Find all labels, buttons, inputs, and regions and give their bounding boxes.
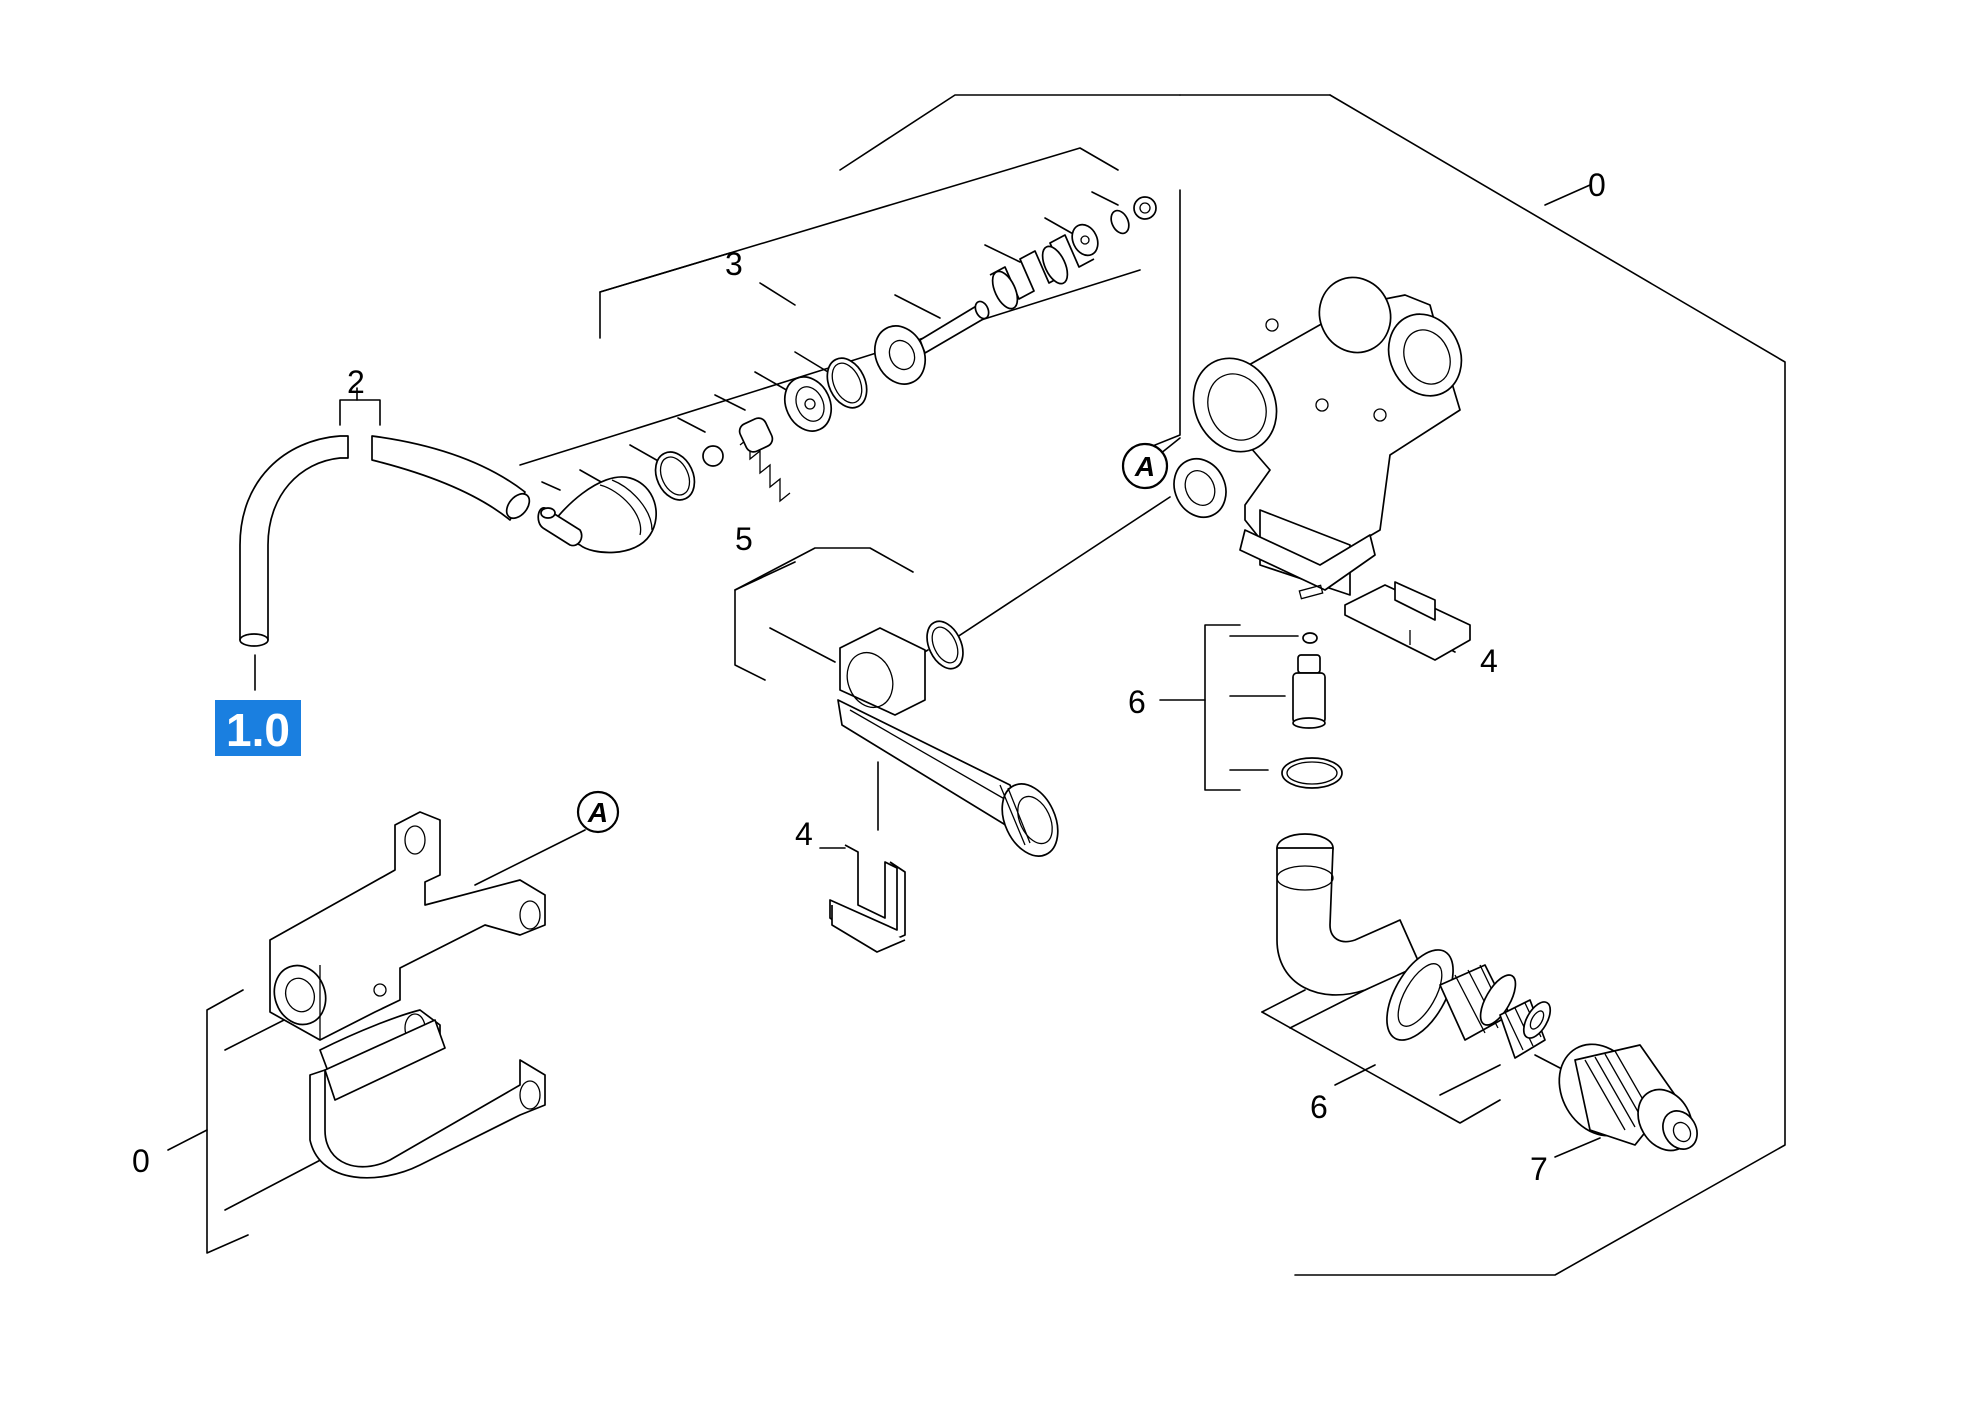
valve-piston-part — [537, 476, 657, 554]
nut-part — [1133, 196, 1157, 220]
u-clip-part — [829, 844, 906, 953]
hose-coupling-part — [1558, 1043, 1698, 1152]
filter-part — [1499, 999, 1552, 1059]
spring-large-part — [989, 234, 1095, 310]
callout-4-middle: 4 — [795, 816, 813, 852]
valve-stem-part — [873, 300, 990, 385]
callout-5: 5 — [735, 521, 753, 557]
check-valve-part — [1292, 654, 1326, 729]
o-ring-part — [826, 357, 868, 409]
callout-2: 2 — [347, 364, 365, 400]
parts — [239, 196, 1698, 1179]
reference-mark-a-upper: A — [1121, 442, 1169, 490]
reference-marks: A A — [576, 442, 1169, 834]
mounting-bracket-part — [269, 811, 546, 1179]
clip-part-right — [1344, 581, 1471, 661]
valve-disc-part — [783, 376, 833, 432]
highlight-badge-label: 1.0 — [226, 704, 290, 756]
svg-text:A: A — [1134, 451, 1155, 482]
callout-4-right: 4 — [1480, 643, 1498, 679]
callout-3: 3 — [725, 246, 743, 282]
small-o-ring-part — [1110, 209, 1130, 235]
highlight-badge[interactable]: 1.0 — [215, 700, 301, 756]
reference-mark-a-lower: A — [576, 790, 620, 834]
washer-part — [1071, 223, 1099, 257]
o-ring-part — [1281, 757, 1343, 789]
callout-7: 7 — [1530, 1151, 1548, 1187]
callout-6-top: 6 — [1128, 684, 1146, 720]
leader-lines — [167, 94, 1786, 1276]
svg-text:A: A — [587, 797, 608, 828]
inlet-elbow-part — [1276, 833, 1517, 1041]
o-ring-part — [654, 451, 696, 501]
spring-small-part — [738, 417, 791, 503]
o-ring-part — [926, 620, 964, 670]
ball-part — [702, 445, 724, 467]
outlet-pipe-part — [837, 627, 1059, 857]
hose-part — [239, 435, 531, 647]
pump-housing-part — [1173, 276, 1463, 600]
callout-numbers: 0 3 2 5 4 6 4 0 6 7 — [132, 167, 1606, 1187]
callout-0-top: 0 — [1588, 167, 1606, 203]
callout-0-left: 0 — [132, 1143, 150, 1179]
small-o-ring-part — [1302, 632, 1318, 644]
callout-6-bottom: 6 — [1310, 1089, 1328, 1125]
